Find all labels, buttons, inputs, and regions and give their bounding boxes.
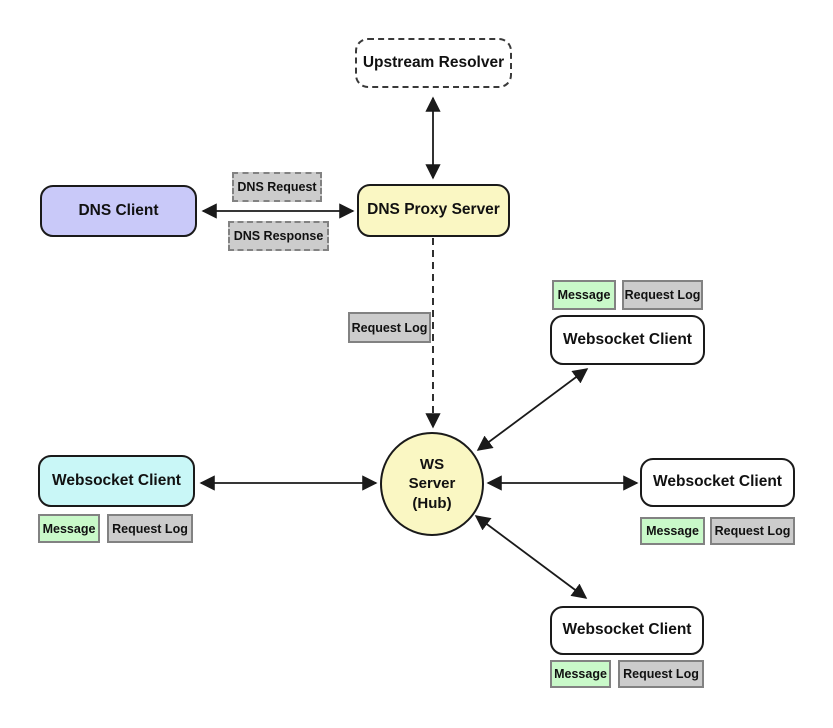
edge-label-dns-request: DNS Request	[232, 172, 322, 202]
node-dns-client: DNS Client	[40, 185, 197, 237]
node-ws-server-hub: WS Server (Hub)	[380, 432, 484, 536]
websocket-client-right-label: Websocket Client	[653, 473, 782, 491]
websocket-client-left-label: Websocket Client	[52, 471, 181, 489]
badge-request-log-bottom: Request Log	[618, 660, 704, 688]
node-upstream-resolver: Upstream Resolver	[355, 38, 512, 88]
badge-request-log-right: Request Log	[710, 517, 795, 545]
ws-hub-label-line1: WS	[419, 455, 445, 473]
websocket-client-bottom-label: Websocket Client	[562, 621, 692, 639]
dns-client-label: DNS Client	[78, 201, 159, 219]
badge-message-bottom: Message	[550, 660, 611, 688]
node-websocket-client-bottom: Websocket Client	[550, 606, 704, 655]
node-websocket-client-top-right: Websocket Client	[550, 315, 705, 365]
node-websocket-client-right: Websocket Client	[640, 458, 795, 507]
ws-hub-label-line3: (Hub)	[412, 494, 452, 512]
websocket-client-top-right-label: Websocket Client	[563, 330, 692, 348]
badge-message-top-right: Message	[552, 280, 616, 310]
edge-hub-topright-client	[476, 368, 589, 451]
dns-proxy-server-label: DNS Proxy Server	[367, 201, 500, 219]
badge-message-right: Message	[640, 517, 705, 545]
edge-hub-bottom-client	[474, 515, 588, 599]
edge-label-request-log-proxy: Request Log	[348, 312, 431, 343]
ws-hub-label-line2: Server	[408, 475, 456, 493]
badge-request-log-top-right: Request Log	[622, 280, 703, 310]
badge-request-log-left: Request Log	[107, 514, 193, 543]
edge-label-dns-response: DNS Response	[228, 221, 329, 251]
node-websocket-client-left: Websocket Client	[38, 455, 195, 507]
upstream-resolver-label: Upstream Resolver	[362, 53, 505, 71]
node-dns-proxy-server: DNS Proxy Server	[357, 184, 510, 237]
badge-message-left: Message	[38, 514, 100, 543]
